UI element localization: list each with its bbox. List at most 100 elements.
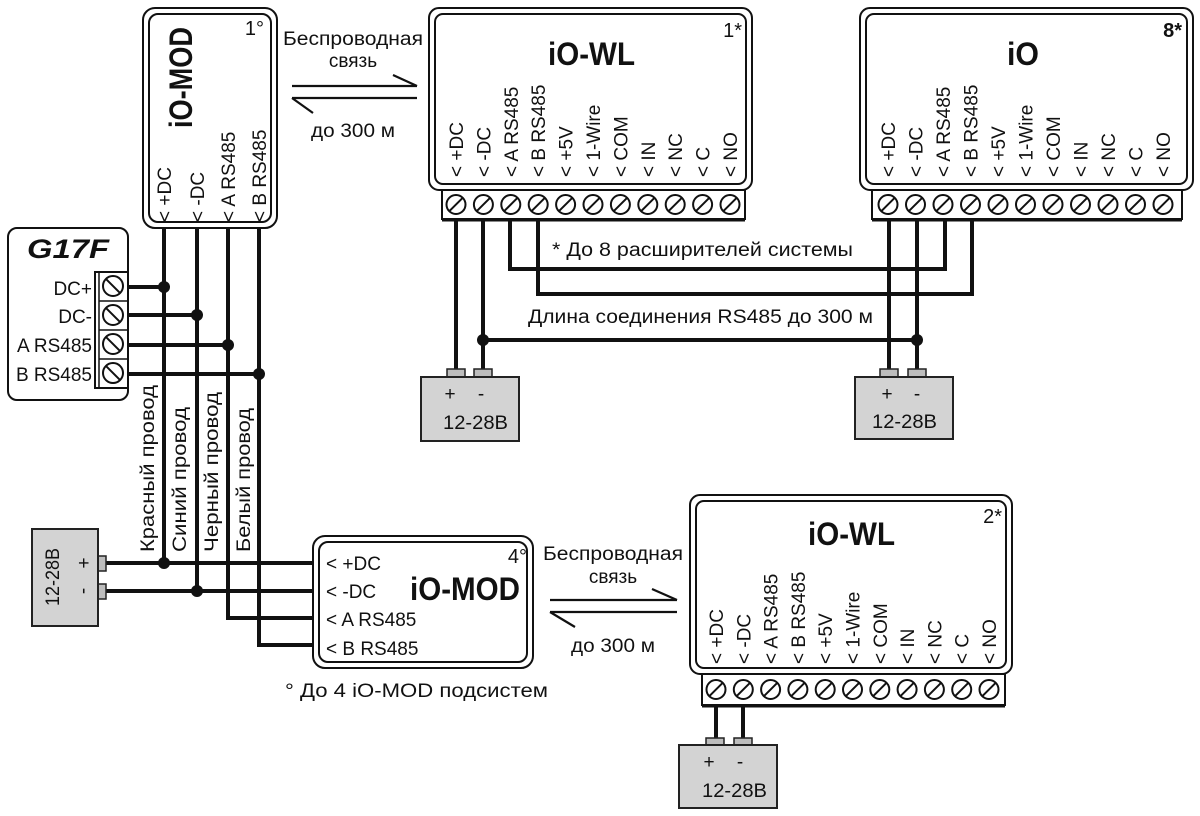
wire-white-b-rs485 [257, 226, 315, 647]
pin-label: < NO [980, 619, 1001, 664]
iowl-2-terminal-block [701, 673, 1006, 708]
wires [105, 220, 974, 740]
psu-minus-label: - [478, 384, 484, 405]
pin-label: < B RS485 [250, 130, 271, 222]
junction-dot [477, 334, 489, 346]
psu-plus-label: + [703, 752, 714, 773]
pin-label: < +DC [707, 609, 728, 664]
psu-voltage-label: 12-28В [43, 548, 64, 606]
pin-label: < NO [1154, 132, 1175, 177]
iowl-2-device: iO-WL 2* < +DC< -DC< A RS485< B RS485< +… [689, 494, 1013, 708]
wire-label-black: Черный провод [202, 392, 223, 552]
terminal-screw [102, 333, 124, 355]
screw-slot [722, 196, 738, 213]
psu-voltage-label: 12-28В [702, 781, 767, 802]
pin-label: < A RS485 [219, 132, 240, 222]
wire-label-blue: Синий провод [170, 407, 191, 552]
wireless-label-line2: связь [329, 51, 377, 72]
pin-label: < NC [666, 133, 687, 177]
psu-plus-label: + [74, 557, 95, 568]
iowl-2-badge: 2* [983, 506, 1002, 528]
junction-dot [253, 368, 265, 380]
screw-slot [105, 365, 121, 381]
iomod-4-device: < +DC < -DC < A RS485 < B RS485 iO-MOD 4… [312, 535, 534, 669]
iomod-4-pin-label: < -DC [326, 582, 376, 603]
terminal-screw [814, 679, 836, 700]
iowl-1-device: iO-WL 1* < +DC< -DC< A RS485< B RS485< +… [428, 7, 753, 222]
pin-label: < +DC [155, 167, 176, 222]
pin-label: < +5V [989, 126, 1010, 177]
terminal-screw [877, 194, 899, 215]
psu-plus-label: + [881, 384, 892, 405]
g17f-title: G17F [27, 234, 111, 264]
screw-slot [448, 196, 464, 213]
iowl-1-pins: < +DC< -DC< A RS485< B RS485< +5V< 1-Wir… [447, 85, 742, 177]
pin-label: < COM [1044, 116, 1065, 177]
junctions [158, 281, 923, 597]
g17f-screws [102, 275, 124, 384]
junction-dot [158, 281, 170, 293]
terminal-screw [896, 679, 918, 700]
screw-slot [105, 307, 121, 323]
pin-label: < -DC [907, 127, 928, 177]
terminal-screw [102, 304, 124, 326]
terminal-screw [445, 194, 467, 215]
psu-iowl-2: + - 12-28В [678, 737, 778, 809]
iowl-1-title: iO-WL [548, 36, 635, 72]
screw-slot [899, 681, 915, 698]
iomod-1-device: iO-MOD 1° < +DC< -DC< A RS485< B RS485 [142, 7, 278, 229]
screw-slot [612, 196, 628, 213]
pin-label: < C [953, 634, 974, 664]
terminal-screw [500, 194, 522, 215]
pin-label: < 1-Wire [584, 105, 605, 177]
iomod-4-pin-label: < +DC [326, 554, 381, 575]
iomod-1-inner-frame [148, 13, 272, 223]
psu-terminal-plus [446, 368, 466, 378]
wire-label-red: Красный провод [138, 385, 159, 552]
screw-slot [105, 278, 121, 294]
iowl-2-inner-frame [695, 500, 1007, 669]
screw-slot [558, 196, 574, 213]
pin-label: < C [694, 147, 715, 177]
terminal-screw [664, 194, 686, 215]
g17f-device: G17F DC+ DC- A RS485 B RS485 [7, 227, 129, 401]
screw-slot [503, 196, 519, 213]
iowl-1-badge: 1* [723, 20, 742, 42]
wireless-range: до 300 м [311, 121, 395, 142]
psu-io-8: + - 12-28В [854, 368, 954, 440]
terminal-screw [555, 194, 577, 215]
psu-body [31, 528, 99, 627]
terminal-screw [582, 194, 604, 215]
terminal-screw [705, 679, 727, 700]
psu-body [420, 376, 520, 442]
iomod-1-pins: < +DC< -DC< A RS485< B RS485 [155, 130, 271, 222]
pin-label: < -DC [474, 127, 495, 177]
psu-voltage-label: 12-28В [872, 412, 937, 433]
note-subsystems: ° До 4 iO-MOD подсистем [285, 681, 548, 702]
pin-label: < +5V [557, 126, 578, 177]
pin-label: < B RS485 [789, 572, 810, 664]
terminal-screw [692, 194, 714, 215]
iomod-1-body [142, 7, 278, 229]
g17f-terminal-label: DC+ [53, 279, 92, 300]
terminal-screw [637, 194, 659, 215]
wire-label-white: Белый провод [234, 408, 255, 552]
screw-slot [708, 681, 724, 698]
screw-slot [640, 196, 656, 213]
screw-slot [475, 196, 491, 213]
terminal-screw [905, 194, 926, 215]
screw-slot [105, 336, 121, 352]
screw-slot [1100, 196, 1116, 213]
terminal-screw [932, 194, 954, 215]
psu-voltage-label: 12-28В [443, 413, 508, 434]
terminal-screw [978, 679, 1000, 700]
screw-slot [530, 196, 546, 213]
g17f-terminal-label: DC- [58, 307, 92, 328]
screw-slot [585, 196, 601, 213]
wireless-link-1: Беспроводная связь до 300 м [283, 29, 423, 142]
wire-labels: Красный провод Синий провод Черный прово… [138, 385, 255, 552]
psu-minus-label: - [73, 588, 94, 594]
screw-slot [962, 196, 979, 213]
terminal-screw [609, 194, 631, 215]
